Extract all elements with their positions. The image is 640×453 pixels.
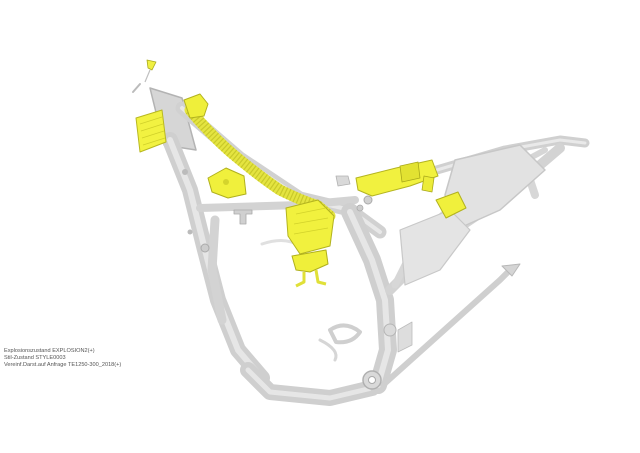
head-tube-plate [135, 109, 167, 153]
connector-cluster [291, 249, 329, 273]
subframe-bracket [435, 191, 467, 219]
caption-line-style: Stil-Zustand STYLE0003 [4, 355, 66, 361]
subframe-plate [444, 144, 546, 231]
caption-line-explosion: Explosionszustand EXPLOSION2(+) [4, 348, 95, 354]
top-left-small-part [146, 59, 157, 71]
caption-line-simplified: Vereinf.Darst.auf Anfrage TE1250-300_201… [4, 362, 122, 368]
exploded-bracket-grey [233, 209, 253, 225]
motorcycle-frame [132, 83, 590, 406]
central-electrical-box [285, 199, 335, 255]
side-stand [380, 265, 515, 388]
ignition-module [183, 93, 209, 119]
highlighted-parts [135, 59, 467, 288]
drawing-caption: Explosionszustand EXPLOSION2(+) Stil-Zus… [4, 348, 121, 369]
